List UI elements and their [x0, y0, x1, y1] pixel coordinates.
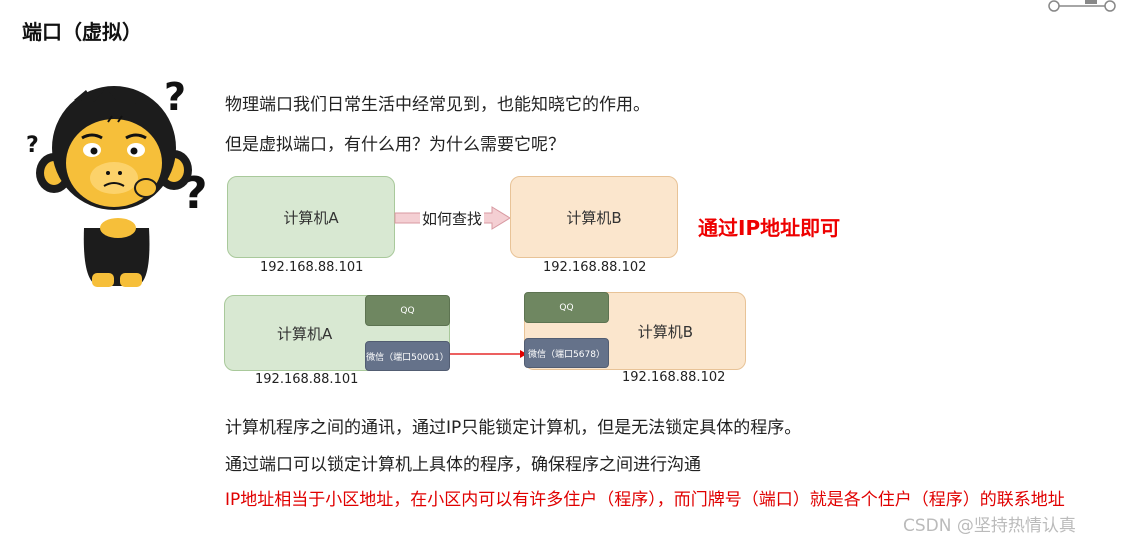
confused-monkey-icon: ? ? ?	[26, 78, 208, 287]
qq-a-box: QQ	[365, 295, 450, 326]
qq-b-box: QQ	[524, 292, 609, 323]
svg-text:?: ?	[26, 133, 39, 158]
computer-b-box: 计算机B	[510, 176, 678, 258]
red-note-line: IP地址相当于小区地址，在小区内可以有许多住户（程序），而门牌号（端口）就是各个…	[225, 490, 1065, 510]
wechat-b-box: 微信（端口5678）	[524, 338, 609, 368]
computer-a-ip: 192.168.88.101	[260, 260, 364, 275]
computer-b2-ip: 192.168.88.102	[622, 370, 726, 385]
page-title: 端口（虚拟）	[22, 20, 142, 44]
lookup-arrow-label: 如何查找	[420, 208, 485, 229]
computer-a2-label: 计算机A	[277, 324, 333, 343]
computer-a2-ip: 192.168.88.101	[255, 372, 359, 387]
computer-b-ip: 192.168.88.102	[543, 260, 647, 275]
intro-line-2: 但是虚拟端口，有什么用？为什么需要它呢？	[225, 135, 565, 155]
csdn-watermark: CSDN @坚持热情认真	[903, 516, 1076, 536]
ip-hint-text: 通过IP地址即可	[698, 216, 841, 240]
slider-handle-icon	[1048, 0, 1116, 12]
wechat-a-box: 微信（端口50001）	[365, 341, 450, 371]
intro-line-1: 物理端口我们日常生活中经常见到，也能知晓它的作用。	[225, 95, 650, 115]
computer-a-box: 计算机A	[227, 176, 395, 258]
note-line-2: 通过端口可以锁定计算机上具体的程序，确保程序之间进行沟通	[225, 455, 701, 475]
svg-text:?: ?	[164, 78, 186, 119]
computer-b2-label: 计算机B	[637, 322, 693, 341]
note-line-1: 计算机程序之间的通讯，通过IP只能锁定计算机，但是无法锁定具体的程序。	[225, 418, 802, 438]
communication-arrow-icon	[450, 350, 527, 358]
